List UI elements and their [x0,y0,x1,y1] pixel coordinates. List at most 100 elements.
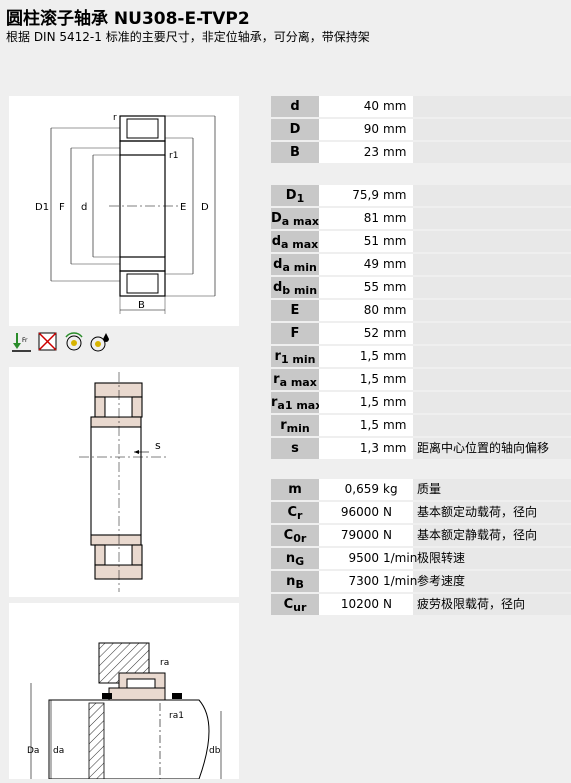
symbol-letter: d [290,99,300,114]
unit-cell: mm [379,96,413,117]
lubrication-icon [89,331,111,353]
value-cell: 75,9 [319,185,379,206]
dim-label-r1: r1 [169,151,178,161]
value-cell: 0,659 [319,479,379,500]
unit-cell: mm [379,346,413,367]
page-title: 圆柱滚子轴承 NU308-E-TVP2 [6,9,250,29]
symbol-subscript: a max [279,376,317,389]
unit-cell: mm [379,392,413,413]
symbol-cell: Da max [271,208,319,229]
symbol-cell: C0r [271,525,319,546]
unit-cell: mm [379,254,413,275]
description-cell [417,346,571,367]
dim-label-r: r [113,113,117,123]
symbol-cell: s [271,438,319,459]
dim-label-s: s [155,439,161,452]
value-cell: 55 [319,277,379,298]
symbol-letter: D [289,122,301,137]
symbol-subscript: b min [282,284,318,297]
symbol-subscript: a max [281,215,320,228]
symbol-subscript: a max [281,238,319,251]
symbol-cell: da max [271,231,319,252]
symbol-letter: C [287,505,298,520]
value-cell: 1,3 [319,438,379,459]
value-cell: 1,5 [319,346,379,367]
symbol-cell: E [271,300,319,321]
symbol-cell: rmin [271,415,319,436]
symbol-letter: r [271,395,278,410]
description-cell [417,300,571,321]
symbol-subscript: G [295,555,305,568]
unit-cell: mm [379,231,413,252]
value-cell: 96000 [319,502,379,523]
value-cell: 81 [319,208,379,229]
description-cell [417,142,571,163]
description-cell [417,119,571,140]
crossed-box-icon [37,331,59,353]
symbol-cell: nB [271,571,319,592]
fr-axial-icon: Fr [11,331,33,353]
unit-cell: mm [379,415,413,436]
symbol-subscript: a1 max [277,399,323,412]
symbol-letter: s [291,441,299,456]
dim-label-d: d [81,202,87,213]
value-cell: 49 [319,254,379,275]
symbol-cell: D1 [271,185,319,206]
symbol-letter: C [283,528,294,543]
dim-label-ra1: ra1 [169,711,184,721]
symbol-subscript: 1 min [280,353,316,366]
value-cell: 7300 [319,571,379,592]
unit-cell: mm [379,300,413,321]
symbol-cell: Cr [271,502,319,523]
symbol-letter: B [290,145,300,160]
description-cell [417,231,571,252]
symbol-cell: ra max [271,369,319,390]
symbol-cell: D [271,119,319,140]
value-cell: 80 [319,300,379,321]
description-cell: 质量 [417,482,442,496]
symbol-letter: C [283,597,294,612]
description-cell [417,277,571,298]
symbol-letter: r [280,418,287,433]
description-cell [417,323,571,344]
symbol-letter: n [285,551,296,566]
dim-label-Da: Da [27,746,39,756]
symbol-letter: d [271,234,282,249]
unit-cell: mm [379,438,413,459]
symbol-letter: D [271,211,282,226]
symbol-letter: d [272,280,283,295]
value-cell: 10200 [319,594,379,615]
description-cell: 基本额定动载荷，径向 [417,505,538,519]
symbol-letter: r [273,372,280,387]
description-cell: 疲劳极限载荷，径向 [417,597,526,611]
symbol-cell: ra1 max [271,392,323,413]
dim-label-F: F [59,202,65,213]
symbol-cell: B [271,142,319,163]
value-cell: 1,5 [319,392,379,413]
unit-cell: N [379,594,413,615]
symbol-letter: m [288,482,302,497]
symbol-subscript: a min [282,261,317,274]
symbol-subscript: r [297,509,303,522]
description-cell [417,369,571,390]
symbol-letter: r [274,349,281,364]
symbol-cell: da min [271,254,319,275]
symbol-letter: D [285,188,297,203]
